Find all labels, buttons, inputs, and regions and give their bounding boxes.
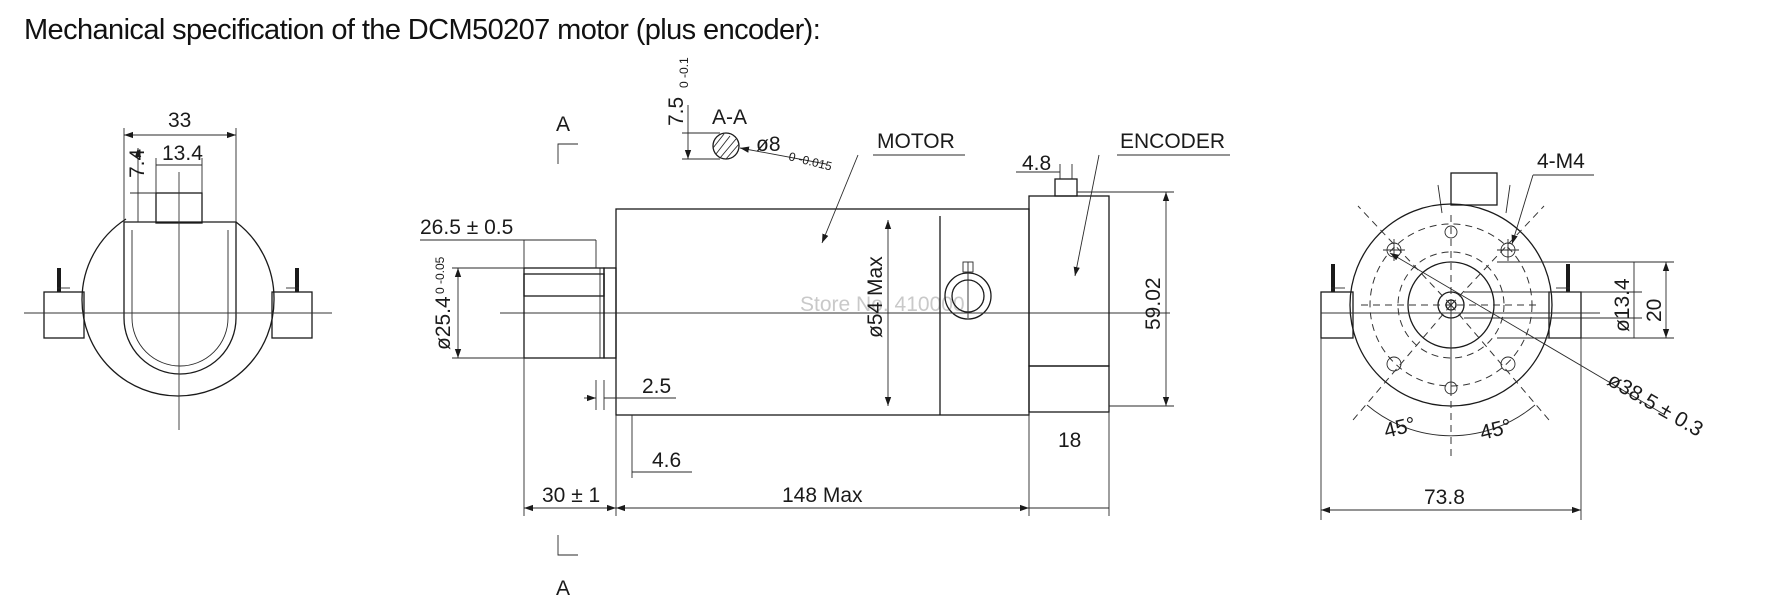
dim-section-diameter-tol: 0 -0.015: [787, 149, 833, 173]
dim-overall-height: 59.02: [1142, 277, 1165, 330]
dim-body-diameter: ø54 Max: [864, 256, 887, 338]
dim-right-hub-height: 20: [1643, 299, 1666, 322]
dim-shaft-diameter: ø25.4: [432, 296, 455, 350]
dim-shaft-length: 26.5 ± 0.5: [420, 216, 513, 239]
dim-angle-right: 45°: [1478, 415, 1514, 445]
holes-label: 4-M4: [1537, 150, 1585, 173]
section-marker-top: A: [556, 113, 570, 136]
section-label: A-A: [712, 106, 747, 129]
dim-angle-left: 45°: [1382, 413, 1418, 443]
encoder-label: ENCODER: [1120, 130, 1225, 153]
dim-right-width: 73.8: [1424, 486, 1465, 509]
dim-left-width: 33: [168, 109, 191, 132]
dim-flange-step: 4.6: [652, 449, 681, 472]
dim-body-length: 148 Max: [782, 484, 863, 507]
dim-left-shaft-height: 7.4: [126, 148, 149, 178]
dim-front-length: 30 ± 1: [542, 484, 600, 507]
left-view: 33 13.4 7.4: [24, 109, 332, 430]
section-marker-bottom: A: [556, 577, 570, 600]
dim-encoder-length: 18: [1058, 429, 1081, 452]
dim-section-flat: 7.5: [665, 97, 688, 126]
motor-label: MOTOR: [877, 130, 955, 153]
watermark: Store No. 410000: [800, 293, 965, 316]
dim-flange-offset: 2.5: [642, 375, 671, 398]
dim-shaft-diameter-tol: 0 -0.05: [433, 256, 447, 294]
dim-section-diameter: ø8: [756, 133, 781, 156]
front-view: 45° 45° 4-M4 ø38.5 ± 0.3 ø13.4 20 73.8: [1320, 150, 1707, 520]
side-view: A A A-A 7.5 0 -0.1 ø8 0 -0.015: [420, 57, 1230, 600]
dim-section-flat-tol: 0 -0.1: [677, 57, 691, 88]
dim-right-hub-diameter: ø13.4: [1611, 278, 1634, 332]
page-title: Mechanical specification of the DCM50207…: [24, 14, 821, 46]
dim-left-shaft-width: 13.4: [162, 142, 203, 165]
dim-encoder-key: 4.8: [1022, 152, 1051, 175]
dim-bolt-circle: ø38.5 ± 0.3: [1604, 368, 1707, 441]
